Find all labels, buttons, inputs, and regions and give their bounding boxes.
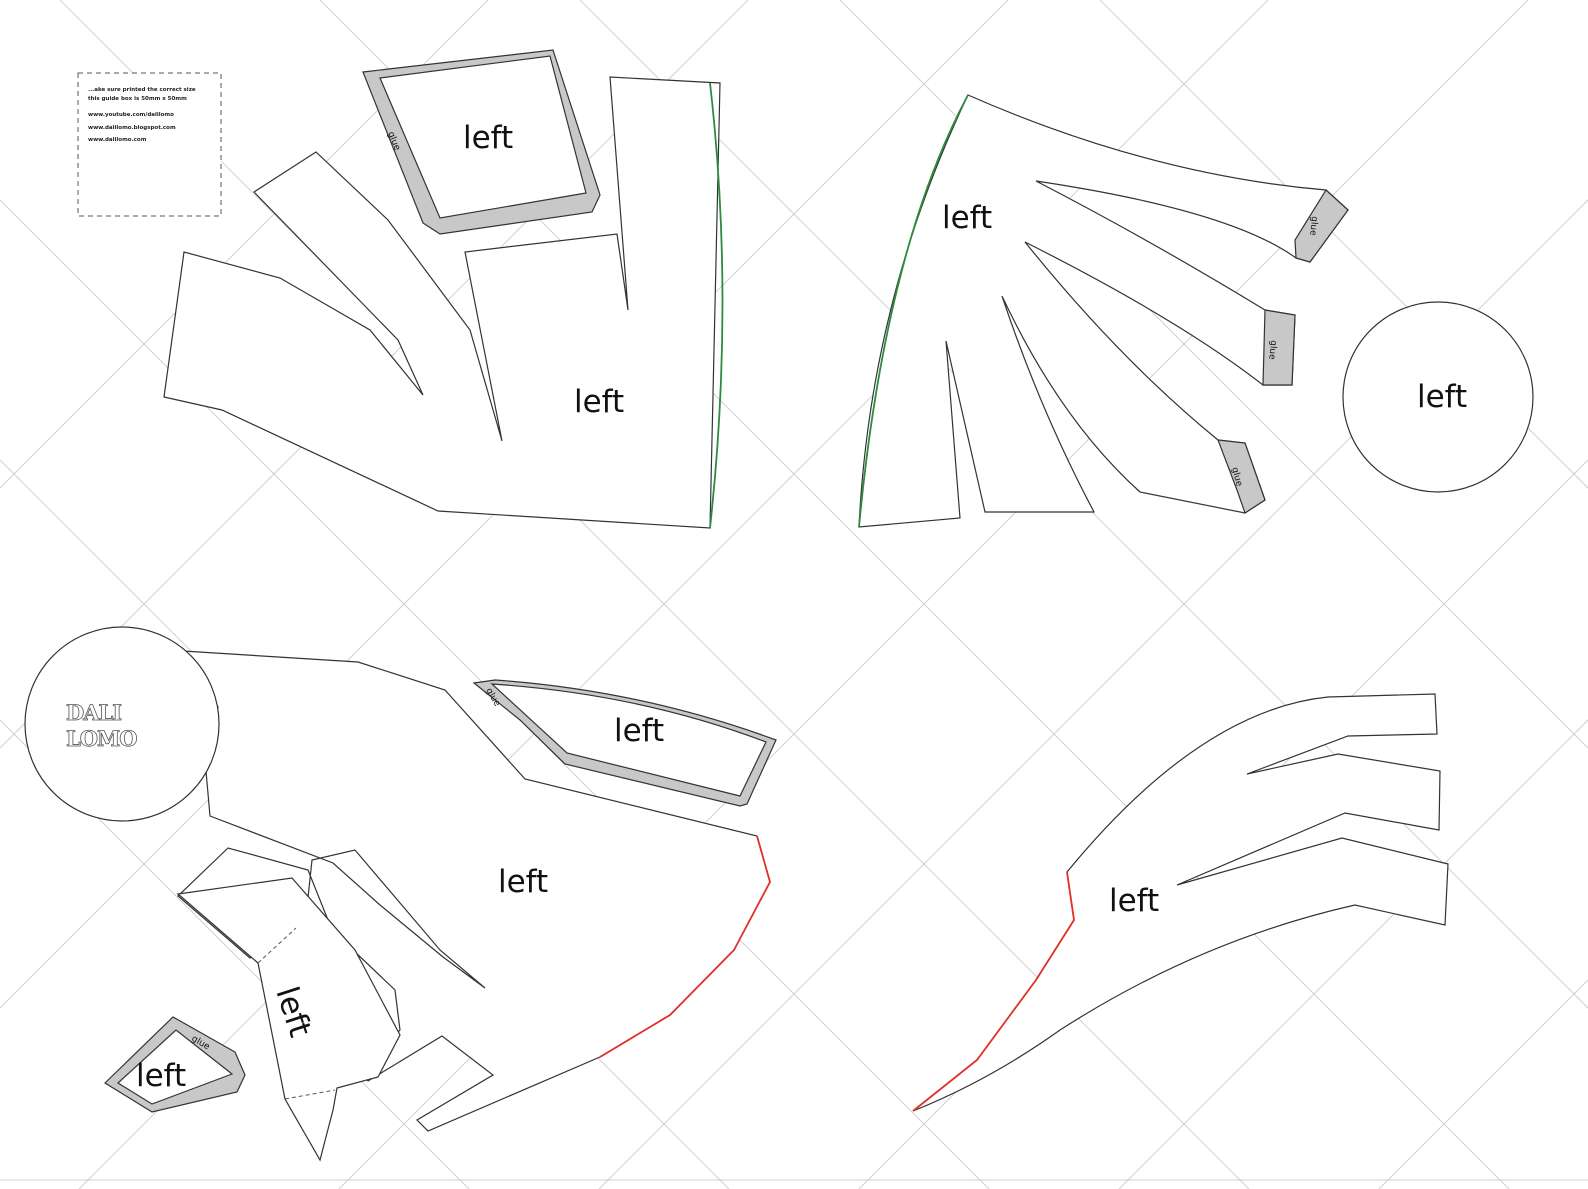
piece-label-right-circle: left	[1417, 379, 1467, 415]
guide-note-2: this guide box is 50mm x 50mm	[88, 96, 187, 102]
piece-label-top-left-square: left	[463, 120, 513, 156]
guide-note-5: www.dalilomo.com	[88, 137, 147, 143]
guide-note-3: www.youtube.com/dalilomo	[88, 112, 174, 118]
piece-label-bottom-left-main: left	[498, 864, 548, 900]
piece-label-bottom-right-main: left	[1109, 883, 1159, 919]
guide-note-1: ...ake sure printed the correct size	[88, 87, 196, 93]
circle-piece-right	[1342, 301, 1534, 493]
glue-tab-finger-2	[1262, 309, 1296, 386]
bottom-left-piece-group: left DALI LOMO glue left left glue left	[24, 626, 777, 1162]
circle-piece-left	[24, 626, 220, 822]
bottom-right-main-piece	[912, 693, 1449, 1112]
square-piece	[379, 55, 587, 219]
piece-label-bottom-tab: left	[614, 713, 664, 749]
svg-text:LOMO: LOMO	[66, 726, 137, 751]
fold-line-green-2	[858, 94, 969, 528]
glue-tab-finger-3	[1217, 439, 1266, 514]
fold-line-red-1	[599, 835, 771, 1058]
fold-line-green-1	[709, 82, 724, 529]
fan-piece-top-right	[858, 94, 1349, 528]
glue-label-f3: glue	[1229, 466, 1244, 488]
glue-tab-finger-1	[1294, 189, 1349, 263]
small-piece	[117, 1029, 234, 1105]
guide-note-4: www.dalilomo.blogspot.com	[88, 125, 176, 131]
bottom-right-piece-group: left	[912, 693, 1449, 1112]
piece-label-top-right-main: left	[942, 200, 992, 236]
dalilomo-logo: DALI LOMO	[66, 700, 139, 752]
long-strip-piece	[176, 877, 401, 1162]
bottom-tab-piece	[490, 683, 767, 797]
fold-line-red-2	[912, 871, 1075, 1112]
glue-label-f1: glue	[1307, 216, 1319, 237]
size-guide-box: ...ake sure printed the correct size thi…	[77, 72, 222, 217]
finger-strip-left-outer	[163, 76, 721, 529]
piece-label-bottom-small: left	[136, 1058, 186, 1094]
piece-label-top-left-main: left	[574, 384, 624, 420]
glue-label-f2: glue	[1266, 340, 1278, 361]
top-left-piece-group: left glue left	[163, 49, 724, 529]
svg-text:DALI: DALI	[66, 700, 121, 725]
top-right-piece-group: glue glue glue left left	[858, 94, 1534, 528]
